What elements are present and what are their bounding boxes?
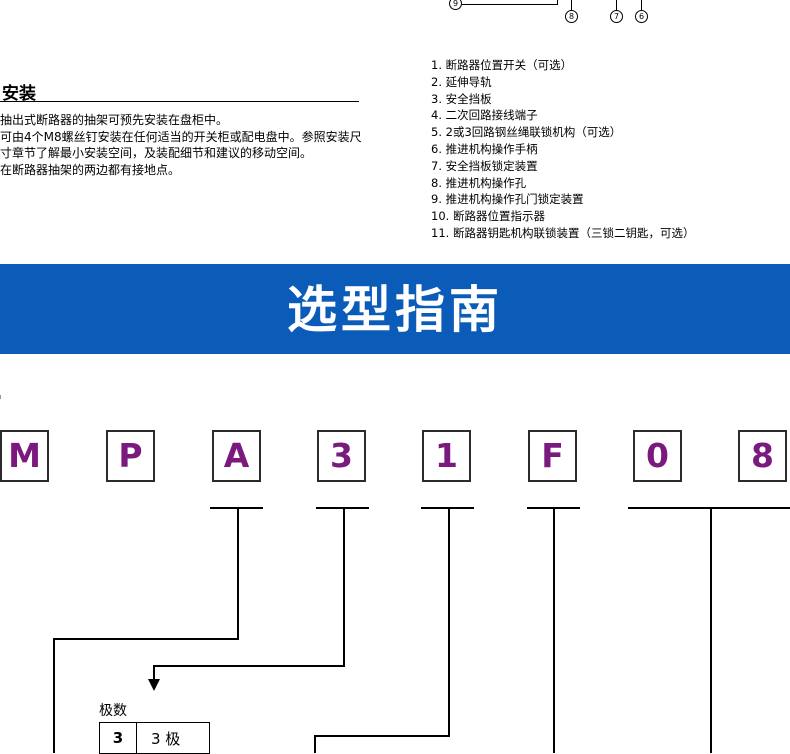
- diagram-leader-line: [616, 0, 617, 10]
- connector-line: [314, 735, 450, 737]
- parts-list-item: 2. 延伸导轨: [431, 74, 492, 89]
- parts-list-item: 11. 断路器钥匙机构联锁装置（三锁二钥匙，可选）: [431, 225, 695, 240]
- parts-list-item: 1. 断路器位置开关（可选）: [431, 58, 573, 72]
- arrow-down-icon: [148, 679, 160, 691]
- callout-9: 9: [449, 0, 462, 10]
- parts-list-item: 6. 推进机构操作手柄: [431, 141, 538, 156]
- connector-line: [343, 507, 345, 667]
- parts-list-item: 9. 推进机构操作孔门锁定装置: [431, 192, 584, 207]
- parts-list-item: 10. 断路器位置指示器: [431, 209, 545, 224]
- parts-list-item: 3. 安全挡板: [431, 91, 492, 106]
- connector-line: [710, 507, 712, 753]
- model-code-char: 1: [422, 430, 471, 482]
- selection-guide-banner: 选型指南: [0, 264, 790, 354]
- model-code-char: A: [212, 430, 261, 482]
- divider: [0, 395, 1, 399]
- diagram-leader-line: [571, 0, 572, 10]
- poles-label: 极数: [99, 703, 127, 719]
- model-code-char: P: [106, 430, 155, 482]
- connector-line: [314, 735, 316, 753]
- table-row: 3 3 极: [99, 722, 210, 754]
- connector-line: [153, 665, 155, 681]
- parts-list-item: 4. 二次回路接线端子: [431, 108, 538, 123]
- callout-6: 6: [635, 10, 648, 23]
- banner-title: 选型指南: [287, 281, 503, 339]
- parts-list-item: 8. 推进机构操作孔: [431, 175, 527, 190]
- installation-paragraph: 可由4个M8螺丝钉安装在任何适当的开关柜或配电盘中。参照安装尺寸章节了解最小安装…: [0, 129, 362, 161]
- model-code-char: 3: [317, 430, 366, 482]
- code-underline: [210, 507, 263, 509]
- callout-7: 7: [610, 10, 623, 23]
- code-underline: [628, 507, 790, 509]
- model-code-char: F: [528, 430, 577, 482]
- code-underline: [316, 507, 369, 509]
- connector-line: [237, 507, 239, 640]
- installation-divider: [0, 101, 359, 102]
- model-code-char: M: [0, 430, 49, 482]
- parts-list: 1. 断路器位置开关（可选） 2. 延伸导轨 3. 安全挡板 4. 二次回路接线…: [431, 57, 694, 242]
- parts-list-item: 7. 安全挡板锁定装置: [431, 158, 538, 173]
- connector-line: [153, 665, 345, 667]
- diagram-leader-line: [462, 4, 558, 5]
- poles-code: 3: [99, 722, 137, 754]
- poles-description: 3 极: [136, 722, 210, 754]
- installation-title: 安装: [2, 84, 36, 104]
- installation-paragraph: 在断路器抽架的两边都有接地点。: [0, 162, 181, 177]
- code-underline: [421, 507, 474, 509]
- callout-8: 8: [565, 10, 578, 23]
- diagram-leader-line: [557, 0, 558, 5]
- connector-line: [53, 638, 239, 640]
- poles-table: 3 3 极: [99, 722, 210, 754]
- diagram-leader-line: [641, 0, 642, 10]
- installation-paragraph: 抽出式断路器的抽架可预先安装在盘柜中。: [0, 113, 229, 127]
- model-code-char: 0: [633, 430, 682, 482]
- connector-line: [553, 507, 555, 753]
- connector-line: [53, 638, 55, 753]
- parts-list-item: 5. 2或3回路钢丝绳联锁机构（可选）: [431, 125, 622, 140]
- connector-line: [448, 507, 450, 737]
- model-code-char: 8: [738, 430, 787, 482]
- installation-text: 抽出式断路器的抽架可预先安装在盘柜中。 可由4个M8螺丝钉安装在任何适当的开关柜…: [0, 112, 362, 178]
